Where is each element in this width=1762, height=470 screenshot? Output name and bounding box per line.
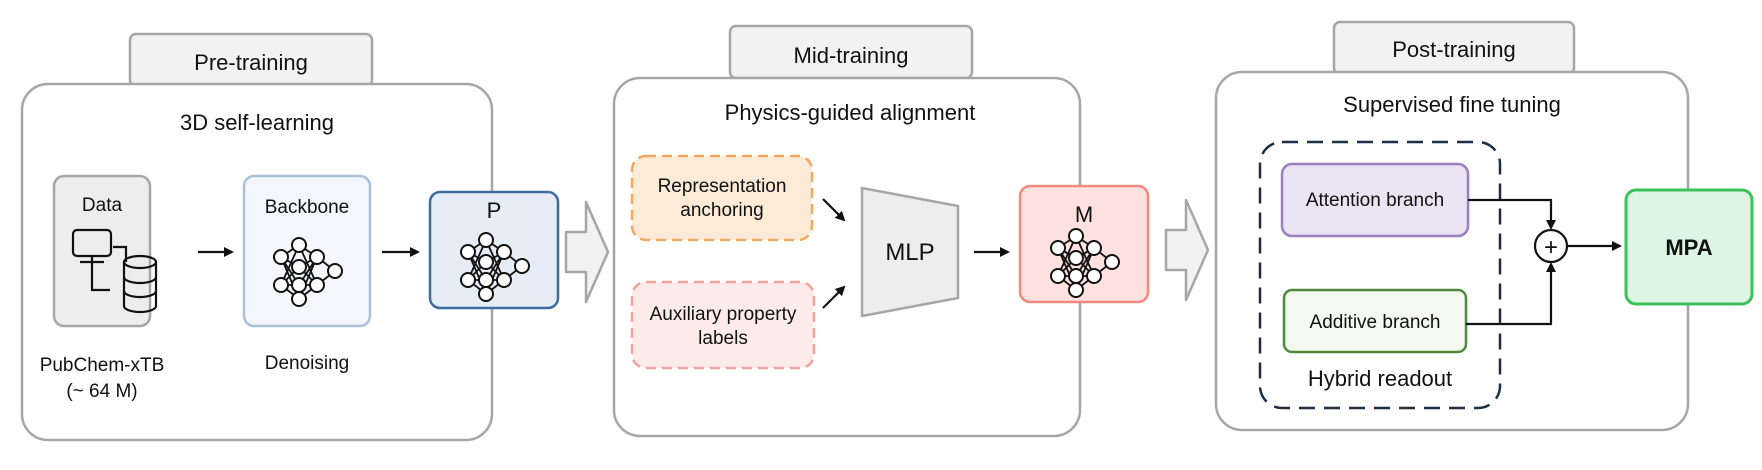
neural-network-icon [1050, 228, 1120, 298]
stage-title: Physics-guided alignment [725, 100, 976, 125]
arrow-attention-to-sum [1468, 198, 1556, 230]
attention-branch-box: Attention branch [1280, 162, 1470, 238]
arrow-auxiliary-to-mlp [822, 285, 846, 309]
stage-post-training: Post-training Supervised fine tuning Att… [1214, 20, 1754, 432]
tab-label: Mid-training [794, 43, 909, 68]
sum-symbol: + [1544, 234, 1558, 261]
hollow-arrow-right-icon [1164, 198, 1210, 302]
tab-label: Post-training [1392, 37, 1516, 62]
input2-line2: labels [698, 328, 748, 349]
stage-title: 3D self-learning [180, 110, 334, 135]
input1-line1: Representation [658, 176, 787, 197]
tab-mid-training: Mid-training [728, 24, 974, 80]
tab-post-training: Post-training [1332, 20, 1576, 76]
input1-line2: anchoring [680, 200, 763, 221]
representation-anchoring-box: Representation anchoring [630, 154, 814, 242]
stage-panel [612, 76, 1082, 438]
backbone-caption: Denoising [265, 353, 350, 374]
hybrid-readout-label: Hybrid readout [1308, 366, 1452, 391]
model-m-box: M [1018, 184, 1150, 304]
arrow-additive-to-sum [1466, 262, 1556, 326]
model-p-box: P [428, 190, 560, 310]
auxiliary-property-labels-box: Auxiliary property labels [630, 280, 816, 370]
tab-pre-training: Pre-training [128, 32, 374, 88]
additive-branch-label: Additive branch [1310, 312, 1441, 333]
stage-title: Supervised fine tuning [1343, 92, 1561, 117]
data-box: Data [52, 174, 158, 328]
neural-network-icon [273, 237, 343, 307]
neural-network-icon [460, 232, 530, 302]
data-caption-line2: (~ 64 M) [66, 381, 137, 402]
mlp-label: MLP [885, 239, 934, 266]
hybrid-readout-container [1258, 140, 1502, 410]
arrow-anchoring-to-mlp [822, 198, 846, 222]
hollow-arrow-right-icon [564, 200, 610, 304]
input2-line1: Auxiliary property [650, 304, 797, 325]
circled-plus-icon: + [1533, 228, 1569, 264]
backbone-box-label: Backbone [265, 197, 350, 218]
mlp-block: MLP [860, 186, 960, 318]
mpa-label: MPA [1665, 235, 1712, 260]
tab-label: Pre-training [194, 50, 308, 75]
model-p-label: P [487, 198, 502, 223]
attention-branch-label: Attention branch [1306, 190, 1444, 211]
additive-branch-box: Additive branch [1282, 288, 1468, 354]
stage-mid-training: Mid-training Physics-guided alignment Re… [612, 24, 1150, 438]
stage-pre-training: Pre-training 3D self-learning Data PubCh [20, 32, 560, 442]
data-box-label: Data [82, 195, 123, 216]
backbone-box: Backbone [242, 174, 372, 328]
model-m-label: M [1075, 202, 1093, 227]
data-caption-line1: PubChem-xTB [40, 355, 165, 376]
database-network-icon [71, 228, 158, 314]
mpa-output-box: MPA [1624, 188, 1754, 306]
